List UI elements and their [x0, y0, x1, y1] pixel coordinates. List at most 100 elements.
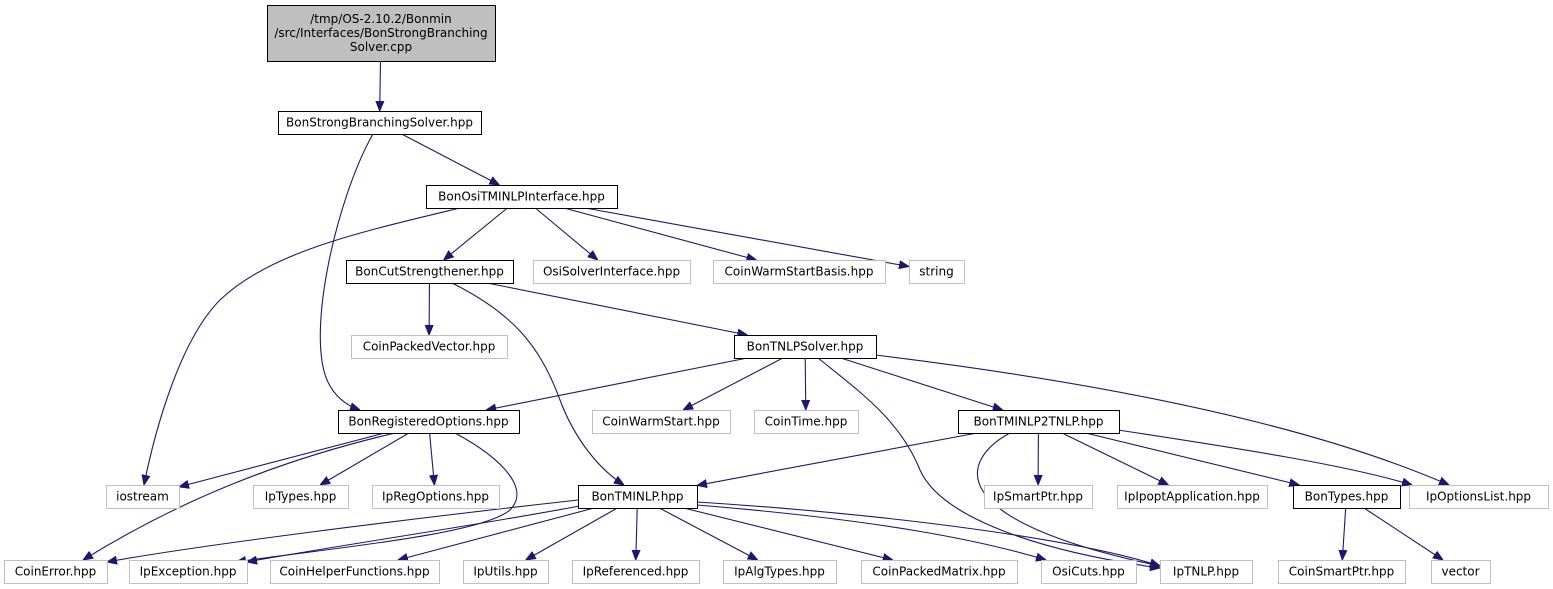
edge-tminlp-to-iputils: [526, 507, 618, 560]
node-label: CoinPackedVector.hpp: [363, 340, 496, 354]
node-cut[interactable]: BonCutStrengthener.hpp: [346, 260, 514, 284]
edge-cut-to-tnlpsolver: [486, 282, 747, 335]
node-label: CoinPackedMatrix.hpp: [872, 565, 1005, 579]
edge-regopts-to-ipexception: [236, 432, 518, 562]
node-helperfuncs: CoinHelperFunctions.hpp: [270, 560, 440, 584]
node-box: [267, 5, 496, 62]
node-box: [372, 485, 500, 509]
node-warmstart: CoinWarmStart.hpp: [592, 410, 731, 434]
node-box: [723, 560, 837, 584]
edge-tminlp-to-ipexception: [247, 504, 586, 562]
edge-tminlp-to-osicuts: [696, 504, 1046, 560]
node-label: BonRegisteredOptions.hpp: [348, 415, 508, 429]
node-box: [533, 260, 691, 284]
edge-tminlp-to-ipreferenced: [636, 507, 637, 560]
node-box: [984, 485, 1093, 509]
node-box: [592, 410, 731, 434]
node-root[interactable]: /tmp/OS-2.10.2/Bonmin/src/Interfaces/Bon…: [267, 5, 496, 62]
node-iptypes: IpTypes.hpp: [253, 485, 349, 509]
node-label: string: [919, 265, 953, 279]
node-iptnlp: IpTNLP.hpp: [1160, 560, 1253, 584]
edge-tnlpsolver-to-tminlp2tnlp: [840, 357, 1003, 410]
node-tminlp[interactable]: BonTMINLP.hpp: [578, 485, 698, 509]
node-box: [463, 560, 549, 584]
node-box: [754, 410, 859, 434]
edge-regopts-to-iptypes: [320, 432, 410, 485]
node-label: BonStrongBranchingSolver.hpp: [286, 116, 473, 130]
node-label: CoinError.hpp: [15, 565, 96, 579]
node-box: [958, 410, 1120, 434]
node-tnlpsolver[interactable]: BonTNLPSolver.hpp: [734, 335, 877, 359]
node-box: [346, 260, 514, 284]
edge-regopts-to-coinerror: [83, 432, 396, 560]
node-box: [861, 560, 1018, 584]
node-box: [1041, 560, 1137, 584]
node-label: /tmp/OS-2.10.2/Bonmin: [310, 12, 452, 26]
node-label: CoinWarmStart.hpp: [602, 415, 720, 429]
node-vector: vector: [1431, 560, 1491, 584]
node-iostream: iostream: [106, 485, 180, 509]
node-osisolver: OsiSolverInterface.hpp: [533, 260, 691, 284]
node-label: CoinSmartPtr.hpp: [1289, 565, 1394, 579]
node-box: [1293, 485, 1401, 509]
node-label: BonCutStrengthener.hpp: [355, 265, 504, 279]
node-warmbasis: CoinWarmStartBasis.hpp: [713, 260, 886, 284]
node-label: vector: [1441, 565, 1479, 579]
edge-osi-to-string: [585, 207, 909, 267]
node-label: IpTypes.hpp: [265, 490, 337, 504]
node-label: iostream: [116, 490, 169, 504]
node-label: IpIpoptApplication.hpp: [1124, 490, 1260, 504]
edges-layer: [83, 60, 1449, 568]
node-packedvec: CoinPackedVector.hpp: [351, 335, 508, 359]
node-box: [1409, 485, 1549, 509]
edge-osi-to-iostream: [144, 207, 461, 485]
node-label: BonTMINLP2TNLP.hpp: [974, 415, 1104, 429]
node-box: [909, 260, 965, 284]
node-regopts[interactable]: BonRegisteredOptions.hpp: [338, 410, 520, 434]
node-label: IpTNLP.hpp: [1173, 565, 1239, 579]
node-label: OsiSolverInterface.hpp: [543, 265, 680, 279]
nodes-layer: /tmp/OS-2.10.2/Bonmin/src/Interfaces/Bon…: [4, 5, 1549, 584]
node-label: BonTMINLP.hpp: [591, 490, 683, 504]
node-box: [129, 560, 248, 584]
edge-tnlpsolver-to-warmstart: [683, 357, 784, 410]
node-label: /src/Interfaces/BonStrongBranching: [274, 26, 487, 40]
edge-sbs-to-osi: [401, 133, 500, 185]
node-label: IpSmartPtr.hpp: [993, 490, 1083, 504]
node-label: BonTNLPSolver.hpp: [747, 340, 864, 354]
edge-regopts-to-ipregopts: [430, 432, 435, 485]
edge-osi-to-osisolver: [534, 207, 597, 260]
node-string: string: [909, 260, 965, 284]
node-label: IpUtils.hpp: [473, 565, 537, 579]
node-tminlp2tnlp[interactable]: BonTMINLP2TNLP.hpp: [958, 410, 1120, 434]
node-bontypes[interactable]: BonTypes.hpp: [1293, 485, 1401, 509]
node-optlist: IpOptionsList.hpp: [1409, 485, 1549, 509]
node-label: OsiCuts.hpp: [1052, 565, 1125, 579]
node-osi[interactable]: BonOsiTMINLPInterface.hpp: [426, 185, 618, 209]
node-label: IpRegOptions.hpp: [382, 490, 489, 504]
node-ipoptapp: IpIpoptApplication.hpp: [1117, 485, 1268, 509]
edge-bontypes-to-coinsmartptr: [1342, 507, 1345, 560]
node-box: [426, 185, 618, 209]
node-osicuts: OsiCuts.hpp: [1041, 560, 1137, 584]
node-box: [713, 260, 886, 284]
node-label: IpReferenced.hpp: [583, 565, 689, 579]
edge-tminlp-to-ipalgtypes: [659, 507, 757, 560]
node-box: [351, 335, 508, 359]
edge-tnlpsolver-to-optlist: [874, 354, 1449, 485]
edge-cut-to-tminlp: [451, 282, 624, 485]
node-iputils: IpUtils.hpp: [463, 560, 549, 584]
node-box: [253, 485, 349, 509]
node-sbs[interactable]: BonStrongBranchingSolver.hpp: [278, 111, 482, 135]
node-box: [1160, 560, 1253, 584]
edge-root-to-sbs: [380, 60, 381, 111]
node-box: [1117, 485, 1268, 509]
edge-tminlp-to-iptnlp: [696, 501, 1160, 566]
node-label: BonOsiTMINLPInterface.hpp: [438, 190, 605, 204]
edge-tminlp-to-coinerror: [107, 499, 579, 562]
node-label: Solver.cpp: [350, 40, 412, 54]
node-label: BonTypes.hpp: [1305, 490, 1389, 504]
node-box: [278, 111, 482, 135]
node-ipexception: IpException.hpp: [129, 560, 248, 584]
node-cointime: CoinTime.hpp: [754, 410, 859, 434]
